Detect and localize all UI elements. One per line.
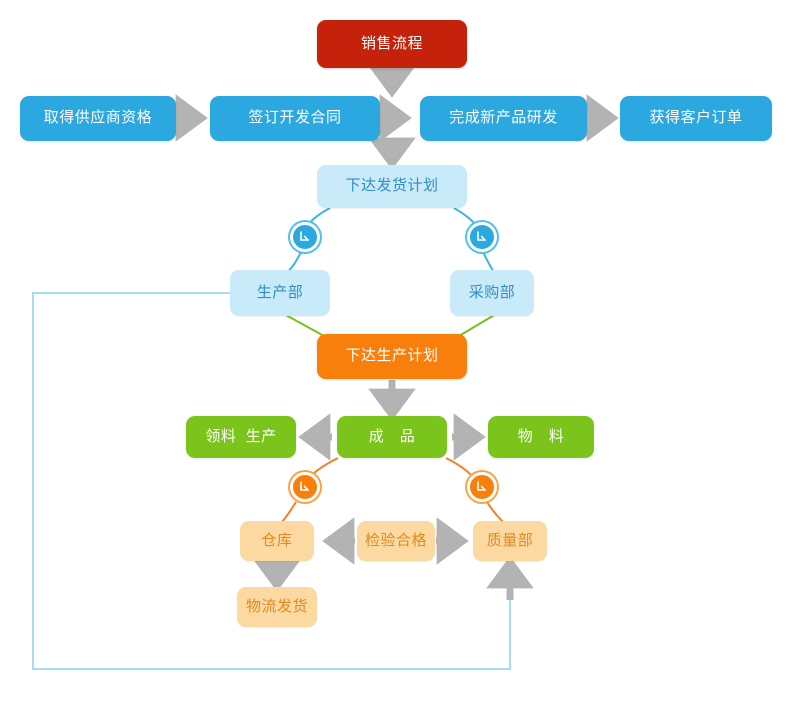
node-materials[interactable]: 物 料	[488, 416, 594, 458]
node-materials-label: 物 料	[517, 427, 565, 445]
arrow-down-badge-icon-shipping-to-purchasing[interactable]	[467, 222, 497, 252]
arrow-down-right-glyph	[477, 481, 486, 491]
node-production-dept-label: 生产部	[256, 283, 304, 301]
node-production-dept[interactable]: 生产部	[230, 270, 330, 316]
node-shipping-plan[interactable]: 下达发货计划	[317, 165, 467, 208]
node-shipping-plan-label: 下达发货计划	[345, 177, 439, 195]
node-new-product-rd[interactable]: 完成新产品研发	[420, 96, 587, 141]
node-finished-goods-label: 成 品	[368, 427, 416, 445]
arrow-down-right-glyph	[300, 231, 309, 241]
node-logistics-shipment[interactable]: 物流发货	[237, 587, 317, 627]
node-development-contract[interactable]: 签订开发合同	[210, 96, 380, 141]
node-inspection-pass[interactable]: 检验合格	[357, 521, 435, 561]
node-production-plan-label: 下达生产计划	[345, 347, 439, 365]
arrow-down-badge-icon-finished-to-quality[interactable]	[467, 472, 497, 502]
arrow-down-badge-icon-finished-to-warehouse[interactable]	[290, 472, 320, 502]
connector-production-dept-to-production-plan	[283, 313, 325, 337]
connector-purchasing-dept-to-production-plan	[458, 313, 497, 337]
node-material-production[interactable]: 领料 生产	[186, 416, 296, 458]
node-purchasing-dept[interactable]: 采购部	[450, 270, 534, 316]
arrow-down-right-glyph	[477, 231, 486, 241]
node-inspection-pass-label: 检验合格	[364, 531, 427, 549]
node-material-production-label: 领料 生产	[205, 427, 277, 445]
node-quality-dept[interactable]: 质量部	[473, 521, 547, 561]
node-logistics-shipment-label: 物流发货	[245, 597, 308, 615]
node-development-contract-label: 签订开发合同	[248, 109, 342, 127]
node-customer-order[interactable]: 获得客户订单	[620, 96, 772, 141]
node-customer-order-label: 获得客户订单	[649, 109, 743, 127]
node-purchasing-dept-label: 采购部	[468, 283, 516, 301]
node-warehouse[interactable]: 仓库	[240, 521, 314, 561]
arrow-down-right-glyph	[300, 481, 309, 491]
node-quality-dept-label: 质量部	[486, 531, 534, 549]
node-supplier-qualification[interactable]: 取得供应商资格	[20, 96, 176, 141]
node-supplier-qualification-label: 取得供应商资格	[43, 109, 153, 127]
node-sales-process[interactable]: 销售流程	[317, 20, 467, 68]
node-sales-process-label: 销售流程	[360, 34, 423, 52]
arrow-down-badge-icon-shipping-to-production[interactable]	[290, 222, 320, 252]
node-new-product-rd-label: 完成新产品研发	[449, 109, 558, 127]
node-warehouse-label: 仓库	[261, 531, 293, 549]
node-production-plan[interactable]: 下达生产计划	[317, 334, 467, 379]
node-finished-goods[interactable]: 成 品	[337, 416, 447, 458]
